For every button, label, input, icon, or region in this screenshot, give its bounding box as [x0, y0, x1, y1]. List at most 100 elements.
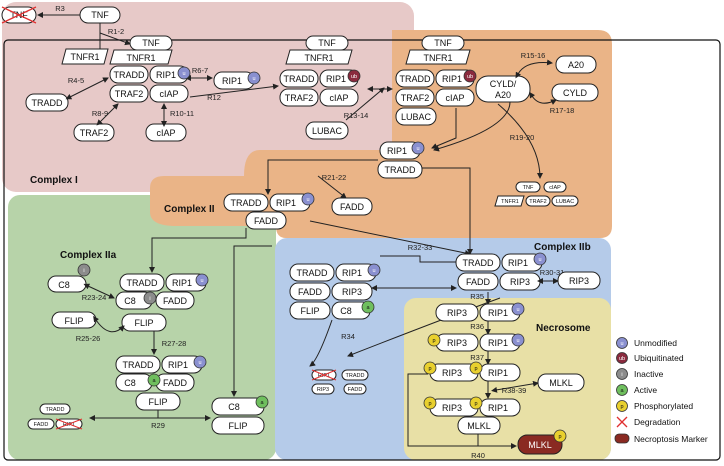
mlkl-free	[537, 373, 585, 392]
i-badge	[77, 263, 91, 277]
svg-text:TNF: TNF	[91, 10, 109, 20]
svg-text:R37: R37	[470, 353, 484, 362]
legend-necroptosis-marker: Necroptosis Marker	[634, 434, 708, 444]
svg-text:TNFR1: TNFR1	[305, 53, 334, 63]
svg-text:R30-31: R30-31	[540, 268, 565, 277]
svg-text:TRAF2: TRAF2	[401, 93, 430, 103]
p-badge-label: p	[558, 434, 561, 440]
svg-text:TRAF2: TRAF2	[285, 93, 314, 103]
a-badge	[147, 373, 161, 387]
svg-text:C8: C8	[58, 280, 70, 290]
p-badge	[469, 361, 483, 375]
svg-text:TNFR1: TNFR1	[501, 199, 519, 205]
svg-text:RIP3: RIP3	[442, 368, 462, 378]
svg-text:A20: A20	[495, 90, 511, 100]
lubac-free	[305, 121, 349, 140]
svg-text:RIP3: RIP3	[317, 387, 329, 393]
svg-text:FADD: FADD	[254, 216, 279, 226]
svg-text:FADD: FADD	[163, 296, 188, 306]
svg-text:RIP3: RIP3	[447, 338, 467, 348]
u-badge	[511, 302, 525, 316]
svg-text:MLKL: MLKL	[528, 440, 552, 450]
svg-text:RIP1: RIP1	[318, 373, 330, 379]
svg-text:R13-14: R13-14	[344, 111, 369, 120]
svg-text:TNF: TNF	[318, 38, 336, 48]
svg-text:R10-11: R10-11	[170, 109, 194, 118]
svg-text:FADD: FADD	[34, 422, 49, 428]
u-badge-label: u	[182, 71, 185, 77]
svg-text:TNF: TNF	[434, 38, 452, 48]
a-badge-label: a	[366, 305, 370, 311]
svg-text:a: a	[620, 388, 624, 394]
u-badge-label: u	[252, 76, 255, 82]
svg-text:RIP1: RIP1	[156, 70, 176, 80]
cyld-a20	[475, 75, 531, 103]
svg-text:TRADD: TRADD	[346, 373, 365, 379]
svg-text:R4-5: R4-5	[68, 76, 84, 85]
degraded-rip1-small: RIP1	[55, 418, 83, 430]
i-badge-label: i	[83, 268, 84, 274]
svg-text:MLKL: MLKL	[549, 378, 573, 388]
svg-text:R6-7: R6-7	[192, 66, 208, 75]
ub-badge	[463, 69, 477, 83]
ub-badge-label: ub	[467, 74, 473, 80]
u-badge	[411, 141, 425, 155]
tradd-free	[25, 93, 69, 112]
svg-text:FLIP: FLIP	[134, 318, 153, 328]
u-badge	[367, 263, 381, 277]
svg-text:TRADD: TRADD	[400, 74, 431, 84]
svg-text:C8: C8	[228, 402, 240, 412]
svg-text:RIP1: RIP1	[172, 278, 192, 288]
svg-text:i: i	[621, 372, 622, 378]
svg-text:FLIP: FLIP	[300, 306, 319, 316]
svg-text:RIP1: RIP1	[488, 368, 508, 378]
u-badge-label: u	[200, 278, 203, 284]
svg-text:R23-24: R23-24	[82, 293, 107, 302]
u-badge	[247, 71, 261, 85]
legend: u Unmodified ub Ubiquitinated i Inactive…	[614, 337, 708, 444]
legend-active: Active	[634, 385, 657, 395]
svg-text:R34: R34	[341, 332, 355, 341]
legend-ubiquitinated: Ubiquitinated	[634, 353, 684, 363]
legend-inactive: Inactive	[634, 369, 664, 379]
svg-text:R38-39: R38-39	[502, 386, 527, 395]
label-necrosome: Necrosome	[536, 323, 591, 334]
svg-text:FLIP: FLIP	[228, 421, 247, 431]
svg-text:R35: R35	[470, 292, 484, 301]
svg-text:TNFR1: TNFR1	[71, 52, 100, 62]
a-badge-label: a	[152, 378, 156, 384]
svg-text:cIAP: cIAP	[159, 89, 178, 99]
svg-text:TRADD: TRADD	[127, 278, 158, 288]
svg-text:RIP1: RIP1	[488, 308, 508, 318]
svg-text:RIP1: RIP1	[387, 146, 407, 156]
fadd-free	[331, 197, 373, 216]
tnfr1-free	[61, 48, 109, 65]
label-complex-ii: Complex II	[164, 204, 215, 215]
svg-text:cIAP: cIAP	[329, 93, 348, 103]
u-badge-label: u	[306, 197, 309, 203]
u-badge	[301, 192, 315, 206]
svg-text:MLKL: MLKL	[467, 421, 491, 431]
svg-text:RIP1: RIP1	[488, 338, 508, 348]
p-badge	[469, 396, 483, 410]
degraded-tnf: TNF	[1, 6, 37, 24]
svg-text:CYLD: CYLD	[563, 88, 588, 98]
svg-text:RIP1: RIP1	[326, 74, 346, 84]
svg-text:R32-33: R32-33	[408, 243, 433, 252]
svg-text:C8: C8	[124, 296, 136, 306]
svg-text:TRAF2: TRAF2	[80, 128, 109, 138]
i-badge-label: i	[149, 296, 150, 302]
svg-text:R1-2: R1-2	[108, 27, 124, 36]
p-badge	[427, 333, 441, 347]
svg-text:TNF: TNF	[142, 38, 160, 48]
svg-text:R15-16: R15-16	[521, 51, 546, 60]
svg-text:CYLD/: CYLD/	[490, 79, 517, 89]
p-badge	[423, 361, 437, 375]
svg-text:TRADD: TRADD	[297, 268, 328, 278]
svg-text:TRADD: TRADD	[231, 198, 262, 208]
u-badge	[177, 66, 191, 80]
svg-text:R19-20: R19-20	[510, 133, 535, 142]
svg-text:RIP1: RIP1	[508, 258, 528, 268]
